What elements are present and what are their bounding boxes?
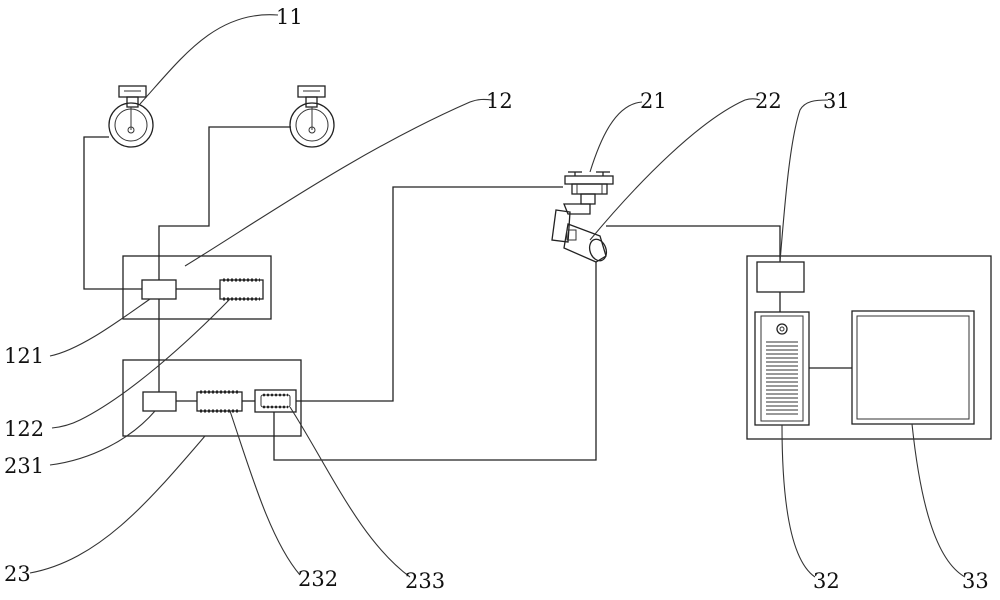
component-122 [220, 280, 263, 299]
leader-32 [782, 425, 815, 577]
label-23: 23 [4, 562, 31, 586]
camera-right [290, 86, 334, 147]
label-11: 11 [276, 5, 303, 29]
component-233 [255, 390, 296, 412]
leader-21 [590, 102, 642, 172]
label-33: 33 [962, 569, 989, 593]
leader-22 [590, 99, 760, 240]
component-121 [142, 280, 176, 299]
camera-left [109, 86, 153, 147]
label-12: 12 [486, 89, 513, 113]
label-22: 22 [755, 89, 782, 113]
component-31 [757, 262, 804, 292]
label-121: 121 [4, 344, 44, 368]
drone-21 [564, 172, 613, 214]
leader-33 [912, 424, 965, 577]
label-122: 122 [4, 417, 44, 441]
component-232 [197, 392, 242, 411]
leader-11 [140, 15, 278, 104]
label-231: 231 [4, 454, 44, 478]
ground-station-box [747, 256, 991, 439]
wire-camera-left [84, 137, 142, 289]
leader-31 [780, 100, 828, 262]
monitor-33 [852, 311, 974, 424]
leader-121 [50, 299, 150, 356]
gimbal-camera-22 [552, 210, 609, 263]
label-31: 31 [823, 89, 850, 113]
server-32 [755, 312, 809, 425]
module-12-box [123, 256, 271, 319]
label-32: 32 [813, 569, 840, 593]
label-233: 233 [405, 569, 445, 593]
leader-23 [30, 436, 205, 573]
wire-233-to-drone [296, 187, 563, 401]
wire-233-return [274, 262, 596, 460]
label-232: 232 [298, 567, 338, 591]
leader-231 [50, 411, 155, 465]
label-21: 21 [640, 89, 667, 113]
leader-233 [290, 407, 410, 577]
leader-12 [185, 99, 492, 266]
component-231 [143, 392, 176, 411]
